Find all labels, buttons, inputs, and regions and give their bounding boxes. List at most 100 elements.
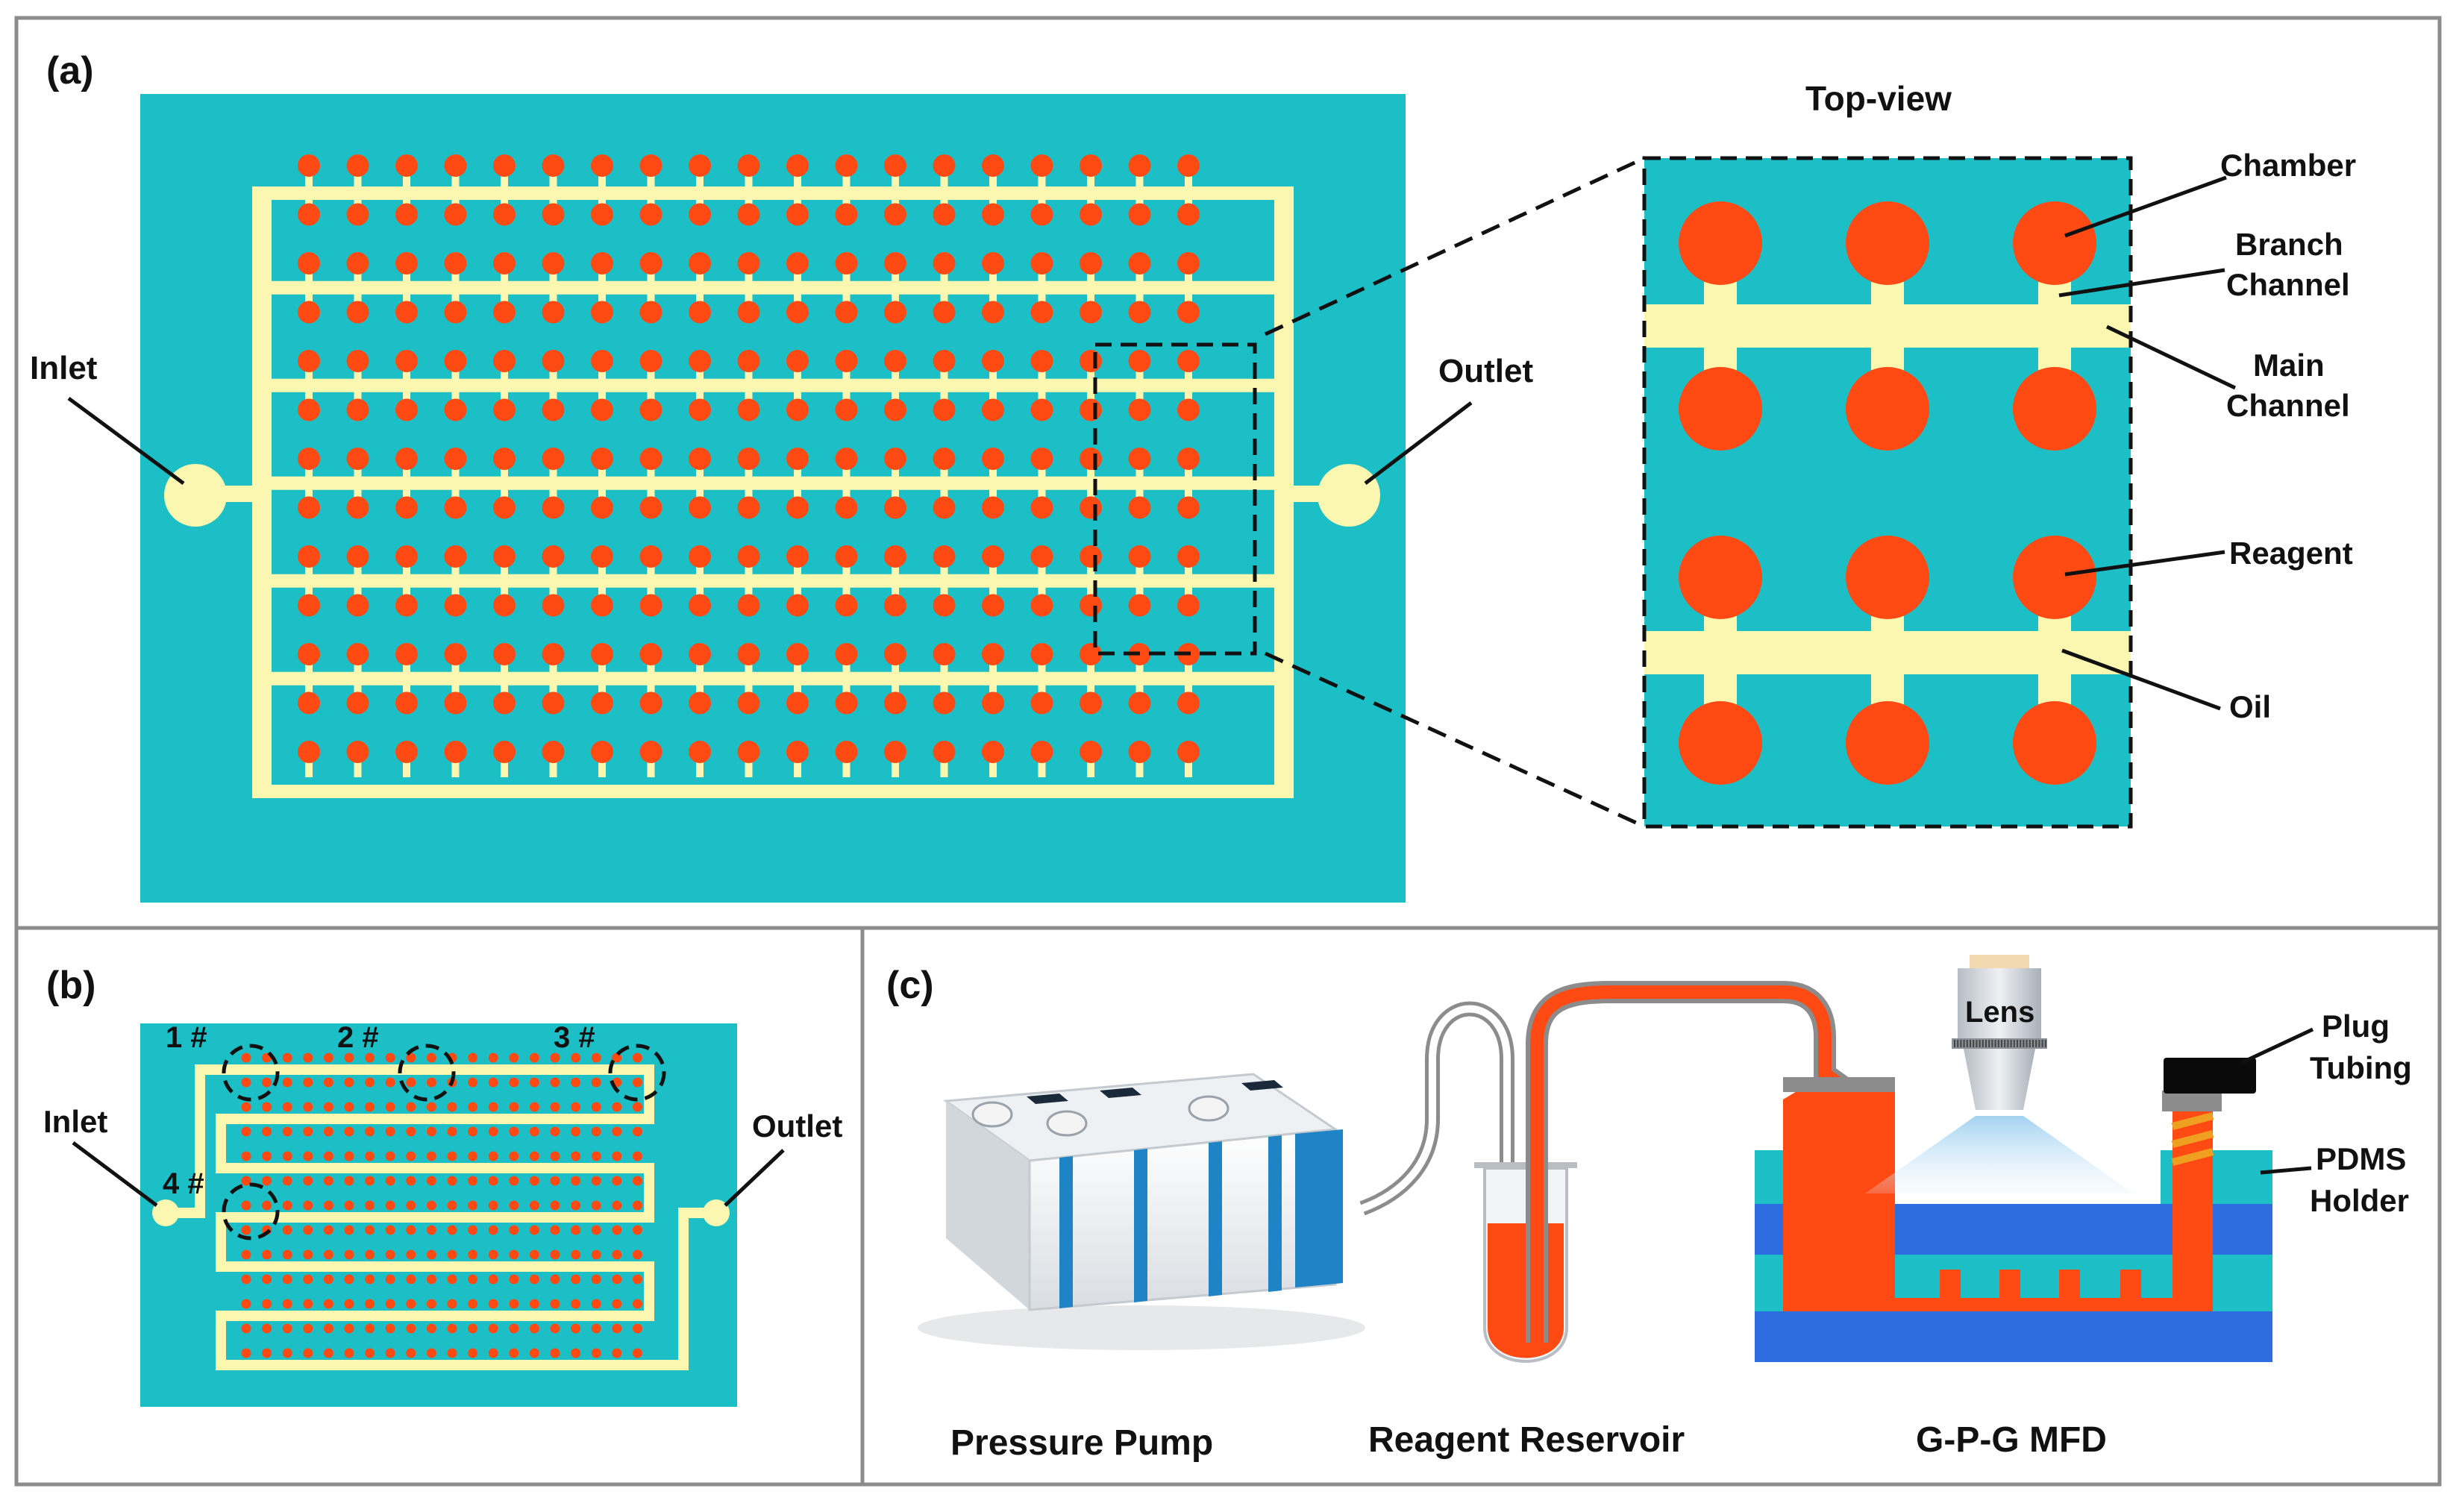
branch-channel	[354, 286, 362, 313]
mini-chamber	[488, 1274, 498, 1284]
pump-band	[1209, 1141, 1222, 1296]
branch-channel	[647, 482, 655, 508]
chamber	[884, 448, 906, 470]
mini-chamber	[303, 1323, 313, 1334]
mini-chamber	[241, 1126, 251, 1137]
branch-channel	[501, 482, 508, 508]
branch-channel	[745, 654, 753, 680]
pressure-pump	[918, 1073, 1365, 1350]
branch-channel	[940, 189, 948, 215]
branch-channel	[549, 166, 557, 191]
mini-chamber	[344, 1176, 354, 1186]
chamber	[444, 398, 467, 421]
chamber	[346, 496, 369, 519]
chamber	[1128, 301, 1151, 324]
branch-channel	[305, 482, 313, 508]
mini-chamber	[591, 1176, 601, 1186]
chamber	[737, 496, 760, 519]
marker-circle-4	[222, 1182, 280, 1240]
branch-channel	[696, 654, 704, 680]
branch-channel	[794, 189, 801, 215]
mini-chamber	[282, 1225, 292, 1235]
mini-chamber	[591, 1225, 601, 1235]
mini-chamber	[468, 1200, 478, 1211]
mini-chamber	[385, 1126, 395, 1137]
chamber	[591, 252, 613, 275]
main-channel	[252, 476, 1294, 490]
branch-channel	[1087, 752, 1094, 777]
branch-channel	[647, 286, 655, 313]
branch-channel	[354, 654, 362, 680]
chamber	[493, 741, 516, 763]
mini-chamber	[406, 1225, 416, 1235]
branch-channel	[549, 677, 557, 703]
mini-chamber	[426, 1151, 436, 1161]
chamber	[1128, 252, 1151, 275]
chamber	[884, 301, 906, 324]
chamber	[542, 203, 565, 226]
mini-chamber	[344, 1126, 354, 1137]
mini-chamber	[406, 1274, 416, 1284]
chamber	[298, 301, 320, 324]
mini-chamber	[447, 1274, 457, 1284]
chamber	[298, 252, 320, 275]
mini-chamber	[571, 1299, 581, 1309]
branch-channel	[305, 361, 313, 386]
bottom-glass-layer	[1755, 1311, 2272, 1362]
mini-chamber	[509, 1151, 519, 1161]
branch-channel	[1087, 580, 1094, 606]
mini-chamber	[509, 1077, 519, 1088]
chamber	[1030, 301, 1053, 324]
branch-channel	[1135, 361, 1144, 386]
chamber	[884, 252, 906, 275]
branch-channel	[403, 677, 410, 703]
lens-barrel	[1958, 968, 2041, 1038]
chamber	[737, 252, 760, 275]
chamber	[591, 301, 613, 324]
chamber	[542, 301, 565, 324]
branch-channel	[989, 677, 997, 703]
branch-channel	[940, 361, 948, 386]
chamber	[639, 643, 662, 665]
mini-chamber	[529, 1323, 539, 1334]
branch-channel	[1087, 459, 1094, 484]
chamber	[444, 545, 467, 568]
chamber	[298, 154, 320, 177]
branch-channel	[696, 361, 704, 386]
mini-chamber	[571, 1249, 581, 1260]
chamber	[444, 643, 467, 665]
serpentine-chamber-array	[241, 1053, 642, 1358]
branch-channel	[892, 580, 899, 606]
mini-chamber	[571, 1151, 581, 1161]
mini-chamber	[282, 1176, 292, 1186]
chamber	[639, 545, 662, 568]
chamber	[591, 643, 613, 665]
caption-device: G-P-G MFD	[1916, 1420, 2107, 1460]
mini-chamber	[385, 1348, 395, 1358]
mini-chamber	[468, 1348, 478, 1358]
callout-reagent: Reagent	[2229, 536, 2353, 571]
pump-front-face	[1028, 1128, 1337, 1311]
mini-chamber	[468, 1274, 478, 1284]
branch-channel	[696, 263, 704, 289]
chamber	[395, 252, 418, 275]
chamber	[786, 496, 809, 519]
branch-channel	[989, 556, 997, 582]
callout-main-1: Main	[2253, 348, 2325, 383]
branch-channel	[451, 482, 460, 508]
branch-channel	[501, 677, 508, 703]
mini-chamber	[262, 1323, 272, 1334]
branch-channel	[940, 580, 948, 606]
mini-chamber	[406, 1126, 416, 1137]
branch-channel	[1135, 286, 1144, 313]
chamber	[542, 252, 565, 275]
chamber	[1177, 301, 1200, 324]
branch-channel	[1185, 263, 1192, 289]
chamber	[933, 545, 956, 568]
chamber	[1177, 350, 1200, 372]
mini-chamber	[344, 1102, 354, 1112]
branch-channel	[1087, 166, 1094, 191]
chamber	[346, 301, 369, 324]
mini-chamber	[529, 1126, 539, 1137]
mini-chamber	[282, 1348, 292, 1358]
